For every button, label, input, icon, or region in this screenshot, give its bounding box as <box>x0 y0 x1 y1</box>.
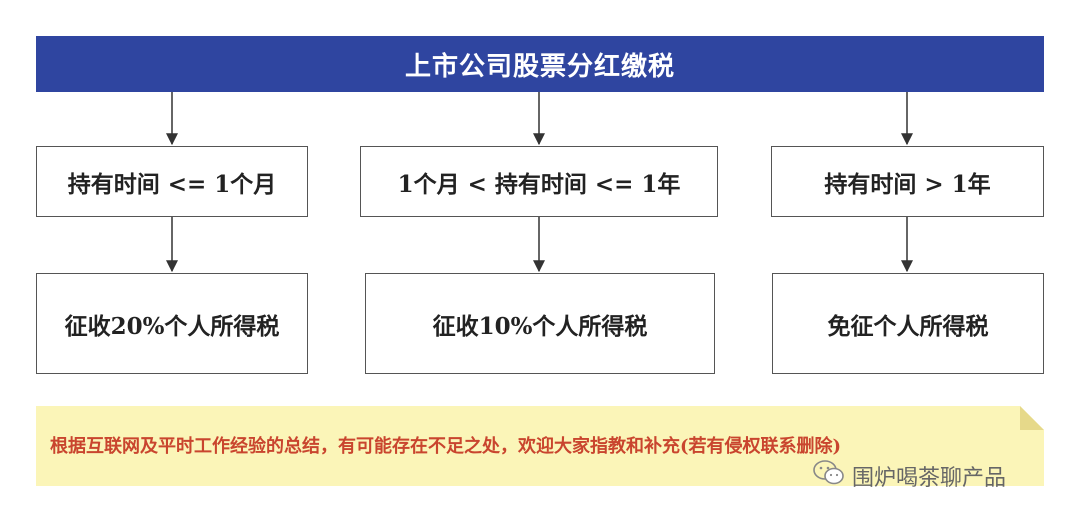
condition-label: 1个月 < 持有时间 <= 1年 <box>397 170 681 198</box>
condition-box-3: 持有时间 > 1年 <box>771 146 1044 217</box>
watermark-text: 围炉喝茶聊产品 <box>852 466 1007 491</box>
condition-label: 持有时间 > 1年 <box>824 170 991 198</box>
disclaimer-text: 根据互联网及平时工作经验的总结，有可能存在不足之处，欢迎大家指教和补充(若有侵权… <box>50 436 842 457</box>
note-paper-shape <box>36 406 1044 486</box>
outcome-box-1: 征收20%个人所得税 <box>36 273 308 374</box>
outcome-label: 征收10%个人所得税 <box>432 312 648 340</box>
condition-box-2: 1个月 < 持有时间 <= 1年 <box>360 146 718 217</box>
condition-label: 持有时间 <= 1个月 <box>67 170 277 198</box>
diagram-title: 上市公司股票分红缴税 <box>36 36 1044 92</box>
wechat-icon <box>812 459 846 493</box>
outcome-box-2: 征收10%个人所得税 <box>365 273 715 374</box>
disclaimer-note: 根据互联网及平时工作经验的总结，有可能存在不足之处，欢迎大家指教和补充(若有侵权… <box>36 406 1044 486</box>
outcome-label: 征收20%个人所得税 <box>64 312 280 340</box>
watermark: 围炉喝茶聊产品 <box>812 459 1006 493</box>
outcome-label: 免征个人所得税 <box>827 312 989 340</box>
condition-box-1: 持有时间 <= 1个月 <box>36 146 308 217</box>
outcome-box-3: 免征个人所得税 <box>772 273 1044 374</box>
